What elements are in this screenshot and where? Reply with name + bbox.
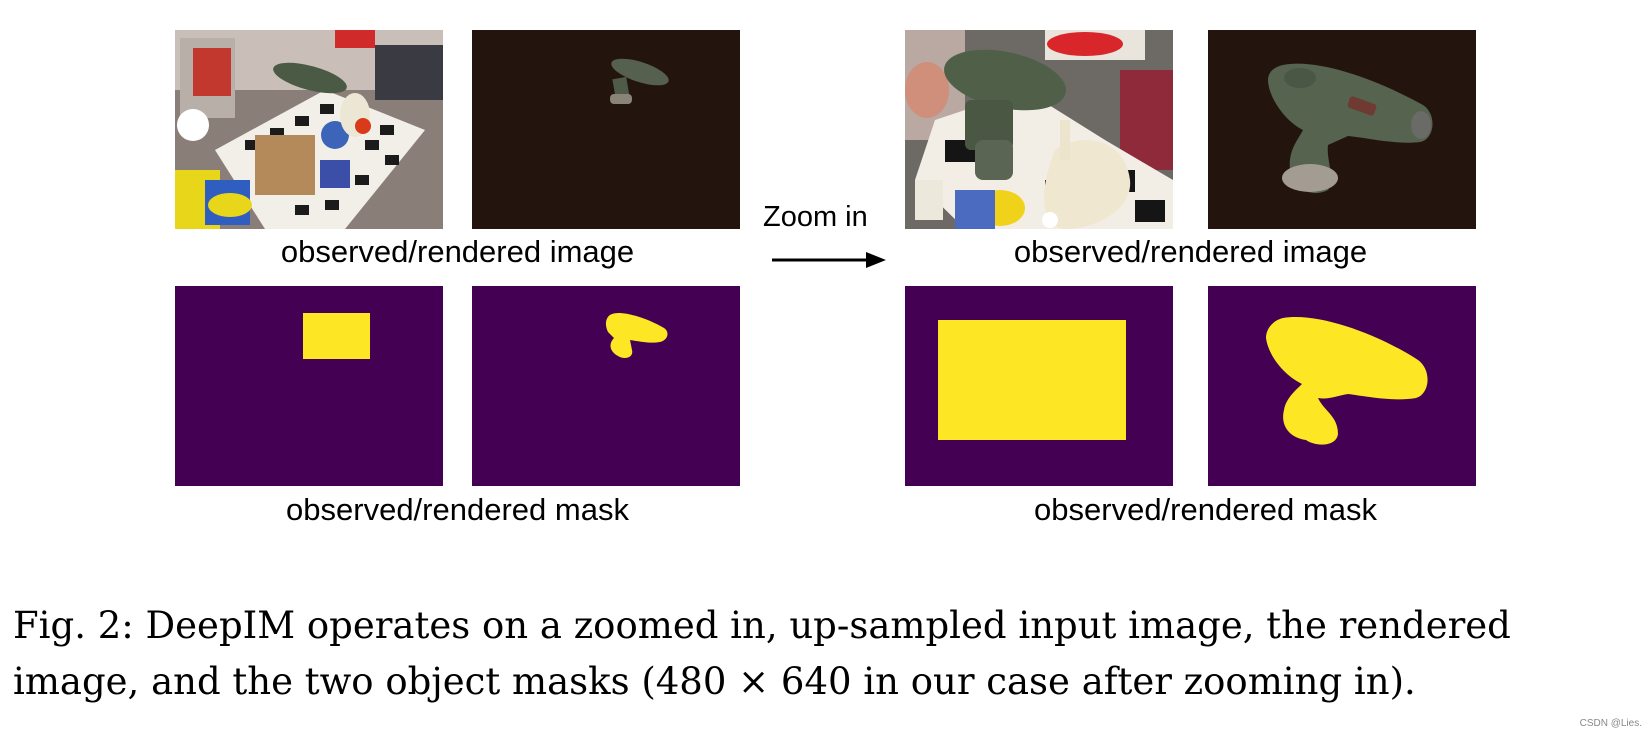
rendered-image-left	[472, 30, 740, 229]
figure-caption: Fig. 2: DeepIM operates on a zoomed in, …	[13, 598, 1643, 710]
rendered-image-right	[1208, 30, 1476, 229]
zoom-arrow-icon	[772, 252, 886, 268]
observed-image-left	[175, 30, 443, 229]
observed-mask-right	[905, 286, 1173, 486]
observed-rendered-image-label-right: observed/rendered image	[1013, 234, 1368, 269]
caption-line-1: Fig. 2: DeepIM operates on a zoomed in, …	[13, 604, 1511, 647]
caption-line-2: image, and the two object masks (480 × 6…	[13, 660, 1416, 703]
rendered-mask-left	[472, 286, 740, 486]
observed-mask-left	[175, 286, 443, 486]
observed-rendered-mask-label-left: observed/rendered mask	[286, 492, 629, 527]
observed-rendered-image-label-left: observed/rendered image	[280, 234, 635, 269]
watermark: CSDN @Lies.	[1579, 718, 1642, 729]
zoom-in-label: Zoom in	[763, 201, 868, 233]
rendered-mask-right	[1208, 286, 1476, 486]
observed-rendered-mask-label-right: observed/rendered mask	[1034, 492, 1377, 527]
observed-image-right	[905, 30, 1173, 229]
